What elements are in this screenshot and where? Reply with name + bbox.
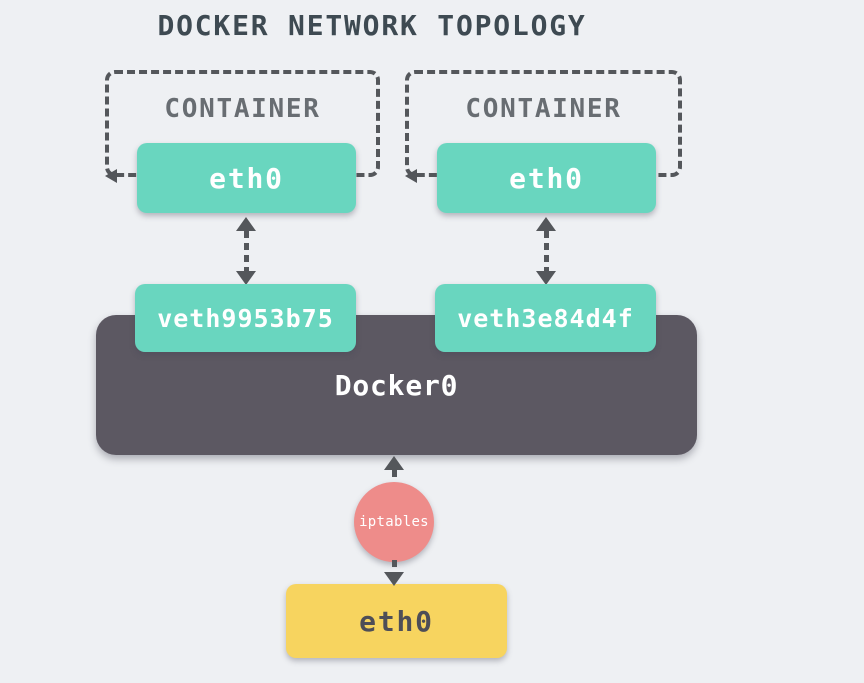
container-2-eth0-node: eth0 (437, 143, 656, 213)
dashed-stem (543, 231, 549, 271)
iptables-firewall-node: iptables (354, 482, 434, 562)
container-label: CONTAINER (164, 94, 321, 124)
arrow-up-icon (384, 456, 404, 482)
host-eth0-node: eth0 (286, 584, 507, 658)
arrowhead-down-icon (236, 271, 256, 285)
arrowhead-up-icon (236, 217, 256, 231)
arrowhead-up-icon (536, 217, 556, 231)
dashed-stem (391, 560, 397, 572)
arrowhead-up-icon (384, 456, 404, 470)
dashed-stem (243, 231, 249, 271)
dashed-double-arrow-icon (536, 217, 556, 285)
arrow-down-icon (384, 560, 404, 586)
dashed-stem (391, 470, 397, 482)
container-label: CONTAINER (465, 94, 622, 124)
diagram-title: DOCKER NETWORK TOPOLOGY (157, 9, 587, 42)
corner-arrow-icon (405, 169, 417, 183)
veth-node-1: veth9953b75 (135, 284, 356, 352)
arrowhead-down-icon (384, 572, 404, 586)
container-1-eth0-node: eth0 (137, 143, 356, 213)
corner-arrow-icon (105, 169, 117, 183)
veth-node-2: veth3e84d4f (435, 284, 656, 352)
dashed-double-arrow-icon (236, 217, 256, 285)
arrowhead-down-icon (536, 271, 556, 285)
